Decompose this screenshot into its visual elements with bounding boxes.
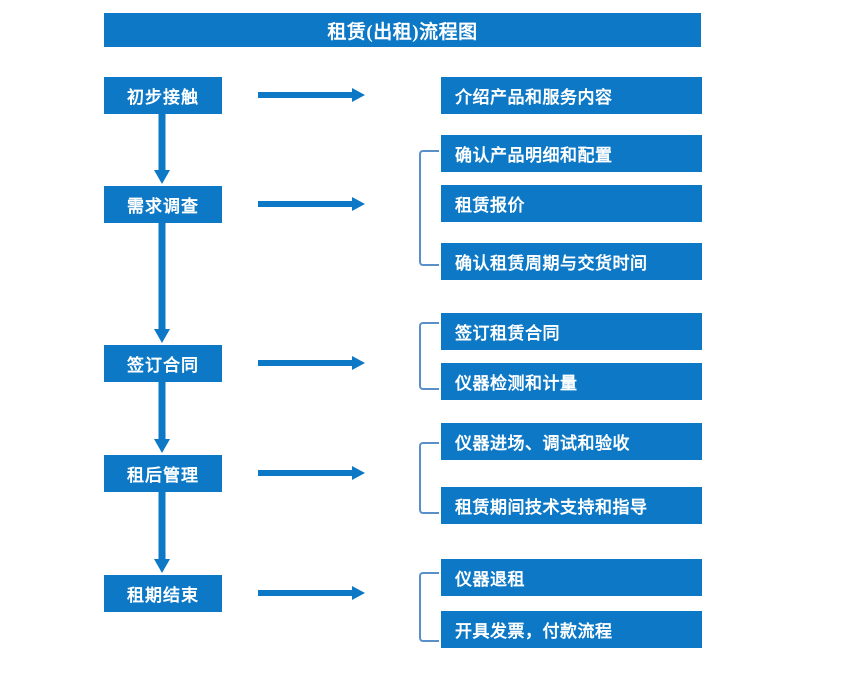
arrow-right-icon-2	[258, 196, 366, 212]
detail-box-g3-1[interactable]: 签订租赁合同	[441, 313, 702, 350]
detail-box-g3-2[interactable]: 仪器检测和计量	[441, 363, 702, 400]
page-title: 租赁(出租)流程图	[104, 13, 701, 47]
group-bracket-icon-2	[419, 150, 439, 266]
detail-box-g5-1[interactable]: 仪器退租	[441, 559, 702, 596]
detail-box-g1-1[interactable]: 介绍产品和服务内容	[441, 77, 702, 114]
detail-box-g2-2[interactable]: 租赁报价	[441, 185, 702, 222]
stage-box-3[interactable]: 签订合同	[104, 345, 222, 382]
group-bracket-icon-5	[419, 572, 439, 642]
stage-box-1[interactable]: 初步接触	[104, 77, 222, 114]
arrow-right-icon-3	[258, 355, 366, 371]
stage-box-5[interactable]: 租期结束	[104, 575, 222, 612]
group-bracket-icon-3	[419, 322, 439, 390]
arrow-down-icon-4	[152, 492, 172, 575]
arrow-right-icon-1	[258, 87, 366, 103]
detail-box-g4-1[interactable]: 仪器进场、调试和验收	[441, 423, 702, 460]
arrow-down-icon-1	[152, 114, 172, 186]
detail-box-g4-2[interactable]: 租赁期间技术支持和指导	[441, 487, 702, 524]
detail-box-g2-3[interactable]: 确认租赁周期与交货时间	[441, 243, 702, 280]
detail-box-g5-2[interactable]: 开具发票，付款流程	[441, 611, 702, 648]
stage-box-4[interactable]: 租后管理	[104, 455, 222, 492]
arrow-right-icon-5	[258, 585, 366, 601]
arrow-down-icon-3	[152, 382, 172, 455]
arrow-right-icon-4	[258, 465, 366, 481]
detail-box-g2-1[interactable]: 确认产品明细和配置	[441, 135, 702, 172]
arrow-down-icon-2	[152, 223, 172, 345]
stage-box-2[interactable]: 需求调查	[104, 186, 222, 223]
group-bracket-icon-4	[419, 442, 439, 514]
